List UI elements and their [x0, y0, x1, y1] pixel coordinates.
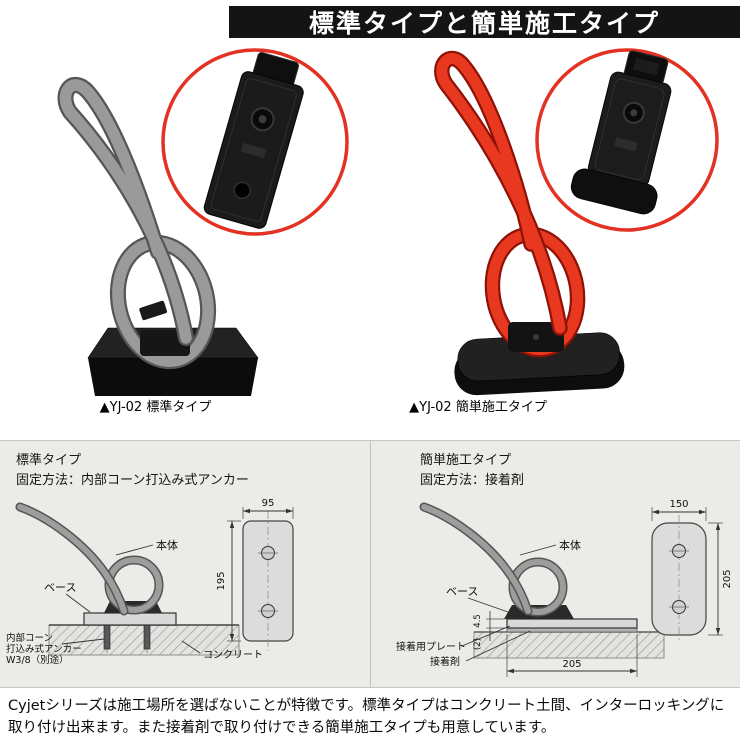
- plate-clamp-slot: [633, 57, 660, 76]
- leader-line: [115, 544, 154, 556]
- easy-hairpin-tube: [434, 50, 568, 336]
- leader-line: [519, 544, 557, 556]
- spec-section: 標準タイプ 固定方法：内部コーン打込み式アンカー 簡単施工タイプ 固定方法：接着…: [0, 440, 740, 688]
- footer-text: Cyjetシリーズは施工場所を選ばないことが特徴です。標準タイプはコンクリート土…: [8, 698, 725, 736]
- rack-neck-side: [15, 502, 129, 616]
- plate-edge-line: [594, 78, 665, 181]
- standard-spec-title: 標準タイプ: [16, 453, 82, 468]
- dim-plate-length: 195: [216, 520, 241, 642]
- base-label: ベース: [446, 585, 478, 598]
- standard-product-photo: [57, 48, 349, 396]
- easy-caption: ▲YJ-02 簡単施工タイプ: [409, 400, 547, 415]
- rack-neck-side: [419, 502, 533, 616]
- plate-thickness-dim: 4.5: [473, 614, 483, 628]
- adhesive-plate-plan: [651, 515, 707, 643]
- plate-flange: [570, 168, 658, 215]
- label-anchor: 内部コーン 打込み式アンカー W3/8（別途）: [6, 632, 105, 666]
- ground-section: [473, 631, 665, 659]
- easy-install-drawing: 本体 ベース 4.5 (2) 接着用プレート 接着剤: [396, 499, 733, 677]
- plate-length-dim: 195: [216, 571, 227, 590]
- label-body: 本体: [519, 538, 581, 556]
- anchor-label-line2: 打込み式アンカー: [6, 643, 82, 655]
- concrete-label: コンクリート: [203, 649, 263, 661]
- label-base: ベース: [44, 581, 91, 613]
- footer-description: Cyjetシリーズは施工場所を選ばないことが特徴です。標準タイプはコンクリート土…: [0, 689, 740, 740]
- base-span-dim: 205: [562, 659, 581, 670]
- body-label: 本体: [559, 538, 581, 552]
- standard-spec-method: 固定方法：内部コーン打込み式アンカー: [16, 473, 249, 489]
- label-adhesive: 接着剤: [430, 630, 531, 668]
- standard-ring-clamp: [140, 330, 190, 356]
- standard-anchor-plate-photo: [203, 52, 304, 229]
- plate-label: 接着用プレート: [396, 640, 466, 653]
- dim-plan-width: 150: [651, 499, 707, 521]
- plate-edge-line: [210, 78, 297, 222]
- label-body: 本体: [115, 538, 178, 556]
- leader-line: [65, 593, 91, 613]
- standard-inset: [161, 48, 349, 236]
- easy-spec-method: 固定方法：接着剤: [420, 473, 525, 489]
- base-label: ベース: [44, 581, 76, 594]
- plan-length-dim: 205: [722, 569, 733, 588]
- anchor-label-line1: 内部コーン: [6, 632, 53, 644]
- adhesive-thickness-dim: (2): [473, 638, 483, 650]
- leader-line: [181, 640, 201, 654]
- easy-adhesive-plate-photo: [570, 50, 672, 215]
- anchor-label-line3: W3/8（別途）: [6, 654, 69, 666]
- plate-width-dim: 95: [262, 498, 275, 509]
- standard-spec-header: 標準タイプ 固定方法：内部コーン打込み式アンカー: [16, 451, 249, 491]
- standard-hairpin-tube: [57, 77, 194, 346]
- standard-install-drawing: 本体 ベース 内部コーン 打込み式アンカー W3/8（別途） コンクリート: [6, 498, 294, 666]
- plate-sticker: [614, 137, 638, 152]
- easy-spec-title: 簡単施工タイプ: [420, 453, 512, 468]
- leader-line: [461, 625, 511, 647]
- dim-base-span: 205: [506, 634, 638, 677]
- dim-plate-width: 95: [242, 498, 294, 519]
- easy-spec-header: 簡単施工タイプ 固定方法：接着剤: [420, 451, 524, 491]
- leader-line: [61, 638, 105, 645]
- adhesive-plate-side: [506, 618, 638, 629]
- plate-screw: [258, 115, 267, 124]
- base-plate-plan: [242, 511, 294, 651]
- easy-product-photo: [434, 48, 719, 396]
- leader-line: [467, 597, 509, 613]
- plate-hole: [233, 181, 251, 200]
- adhesive-label: 接着剤: [430, 655, 460, 668]
- body-label: 本体: [156, 538, 178, 552]
- easy-inset: [535, 48, 719, 232]
- label-plate: 接着用プレート: [396, 625, 511, 653]
- label-base: ベース: [446, 585, 509, 613]
- plate-sticker: [240, 142, 267, 159]
- spec-divider: [370, 441, 371, 687]
- page-title: 標準タイプと簡単施工タイプ: [308, 9, 660, 38]
- base-plate-side: [83, 612, 177, 626]
- dim-plan-length: 205: [708, 522, 733, 636]
- page-title-banner: 標準タイプと簡単施工タイプ: [229, 6, 740, 38]
- easy-clamp-screw: [533, 334, 539, 340]
- standard-logo-plate: [139, 300, 168, 321]
- base-front-face: [88, 358, 258, 396]
- label-concrete: コンクリート: [181, 640, 263, 661]
- plate-screw: [630, 109, 638, 117]
- standard-caption: ▲YJ-02 標準タイプ: [99, 400, 212, 415]
- leader-line: [465, 630, 531, 662]
- plan-width-dim: 150: [669, 499, 688, 510]
